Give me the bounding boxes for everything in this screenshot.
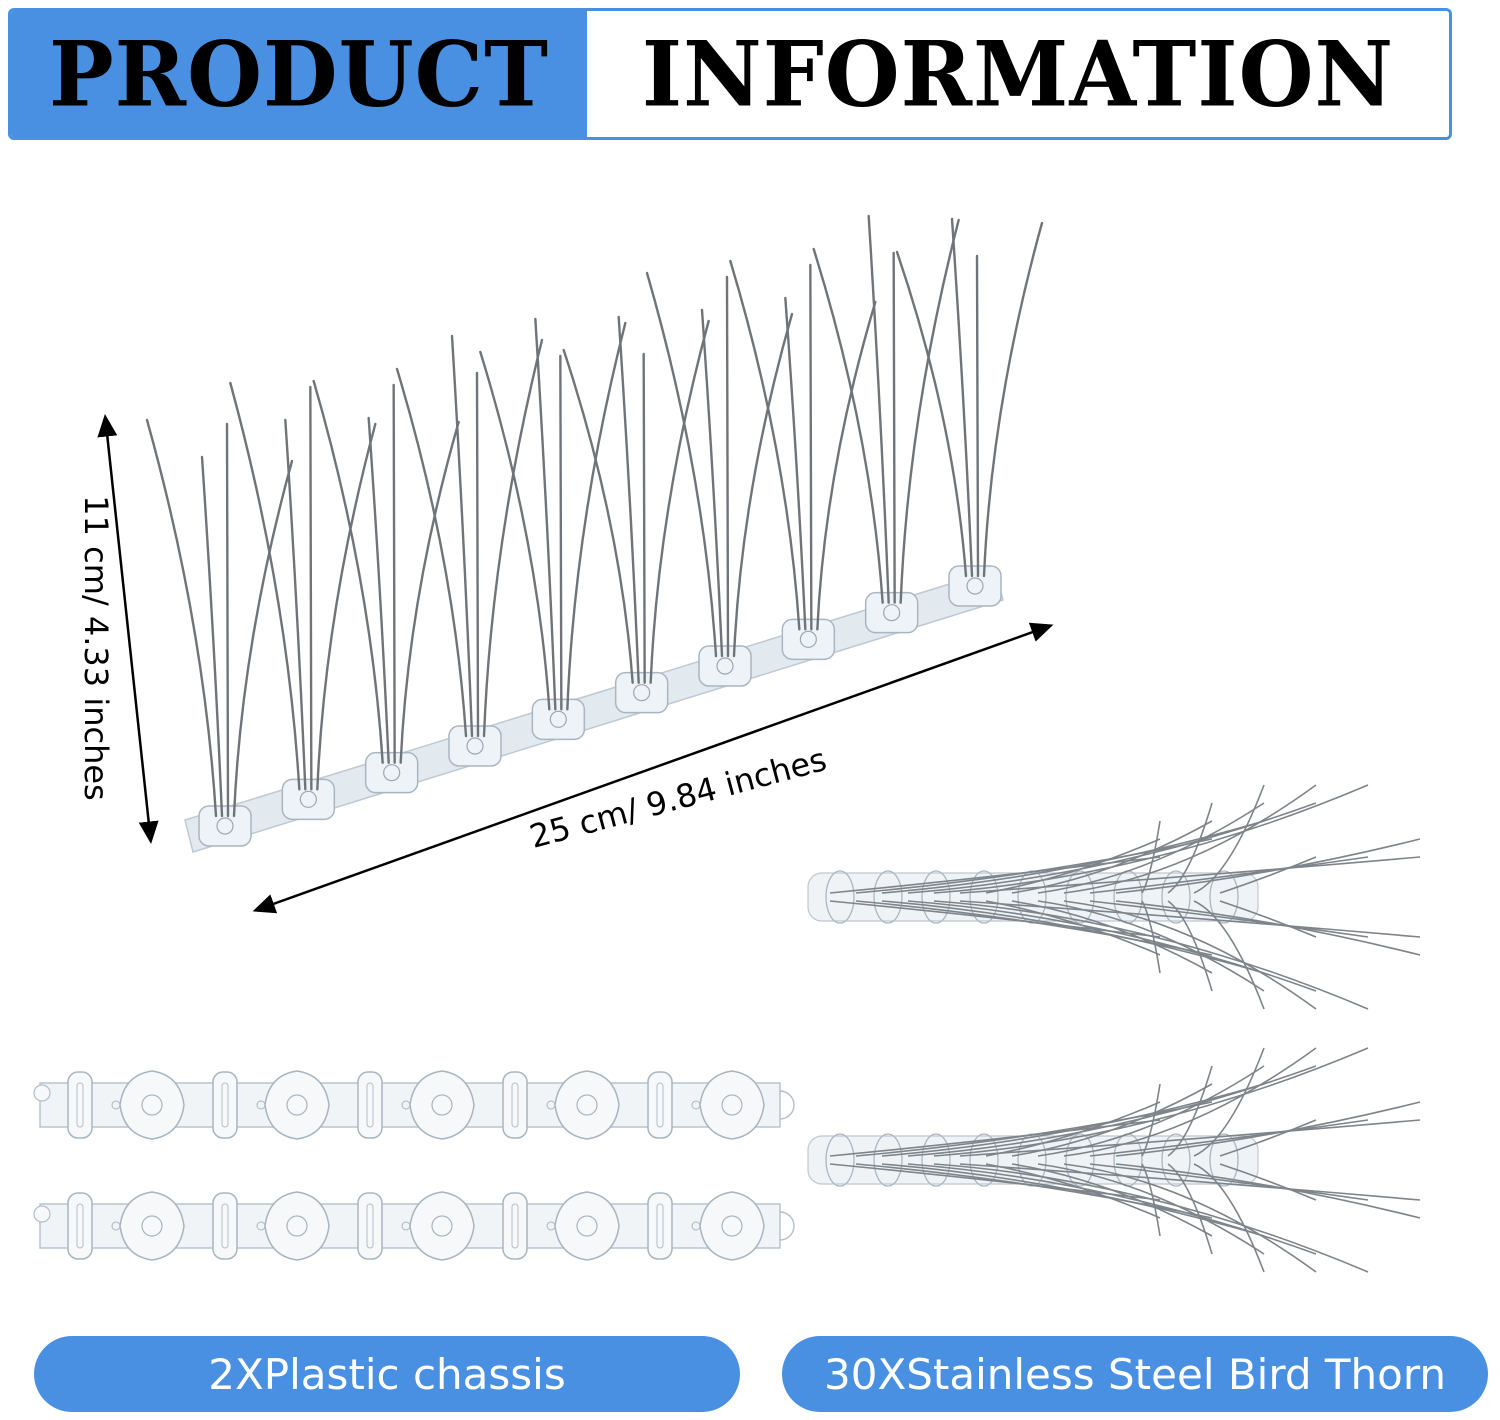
chassis-quantity-label: 2XPlastic chassis bbox=[34, 1336, 740, 1412]
product-information-banner: PRODUCT INFORMATION bbox=[8, 8, 1452, 140]
banner-product-text: PRODUCT bbox=[48, 20, 550, 128]
plastic-chassis-strip bbox=[33, 1191, 795, 1261]
assembled-spike-strip bbox=[145, 214, 1044, 853]
length-dimension-arrow bbox=[252, 622, 1054, 914]
thorn-quantity-label: 30XStainless Steel Bird Thorn bbox=[782, 1336, 1488, 1412]
stainless-thorn-bundle bbox=[807, 1047, 1421, 1273]
stainless-thorn-bundle bbox=[807, 784, 1421, 1010]
banner-information-text: INFORMATION bbox=[641, 20, 1395, 128]
chassis-quantity-text: 2XPlastic chassis bbox=[208, 1349, 566, 1399]
plastic-chassis-strip bbox=[33, 1070, 795, 1140]
height-dimension-label: 11 cm/ 4.33 inches bbox=[77, 495, 115, 801]
banner-right-panel: INFORMATION bbox=[587, 11, 1449, 137]
banner-left-panel: PRODUCT bbox=[11, 11, 587, 137]
thorn-quantity-text: 30XStainless Steel Bird Thorn bbox=[824, 1349, 1446, 1399]
height-dimension-arrow bbox=[97, 414, 159, 844]
